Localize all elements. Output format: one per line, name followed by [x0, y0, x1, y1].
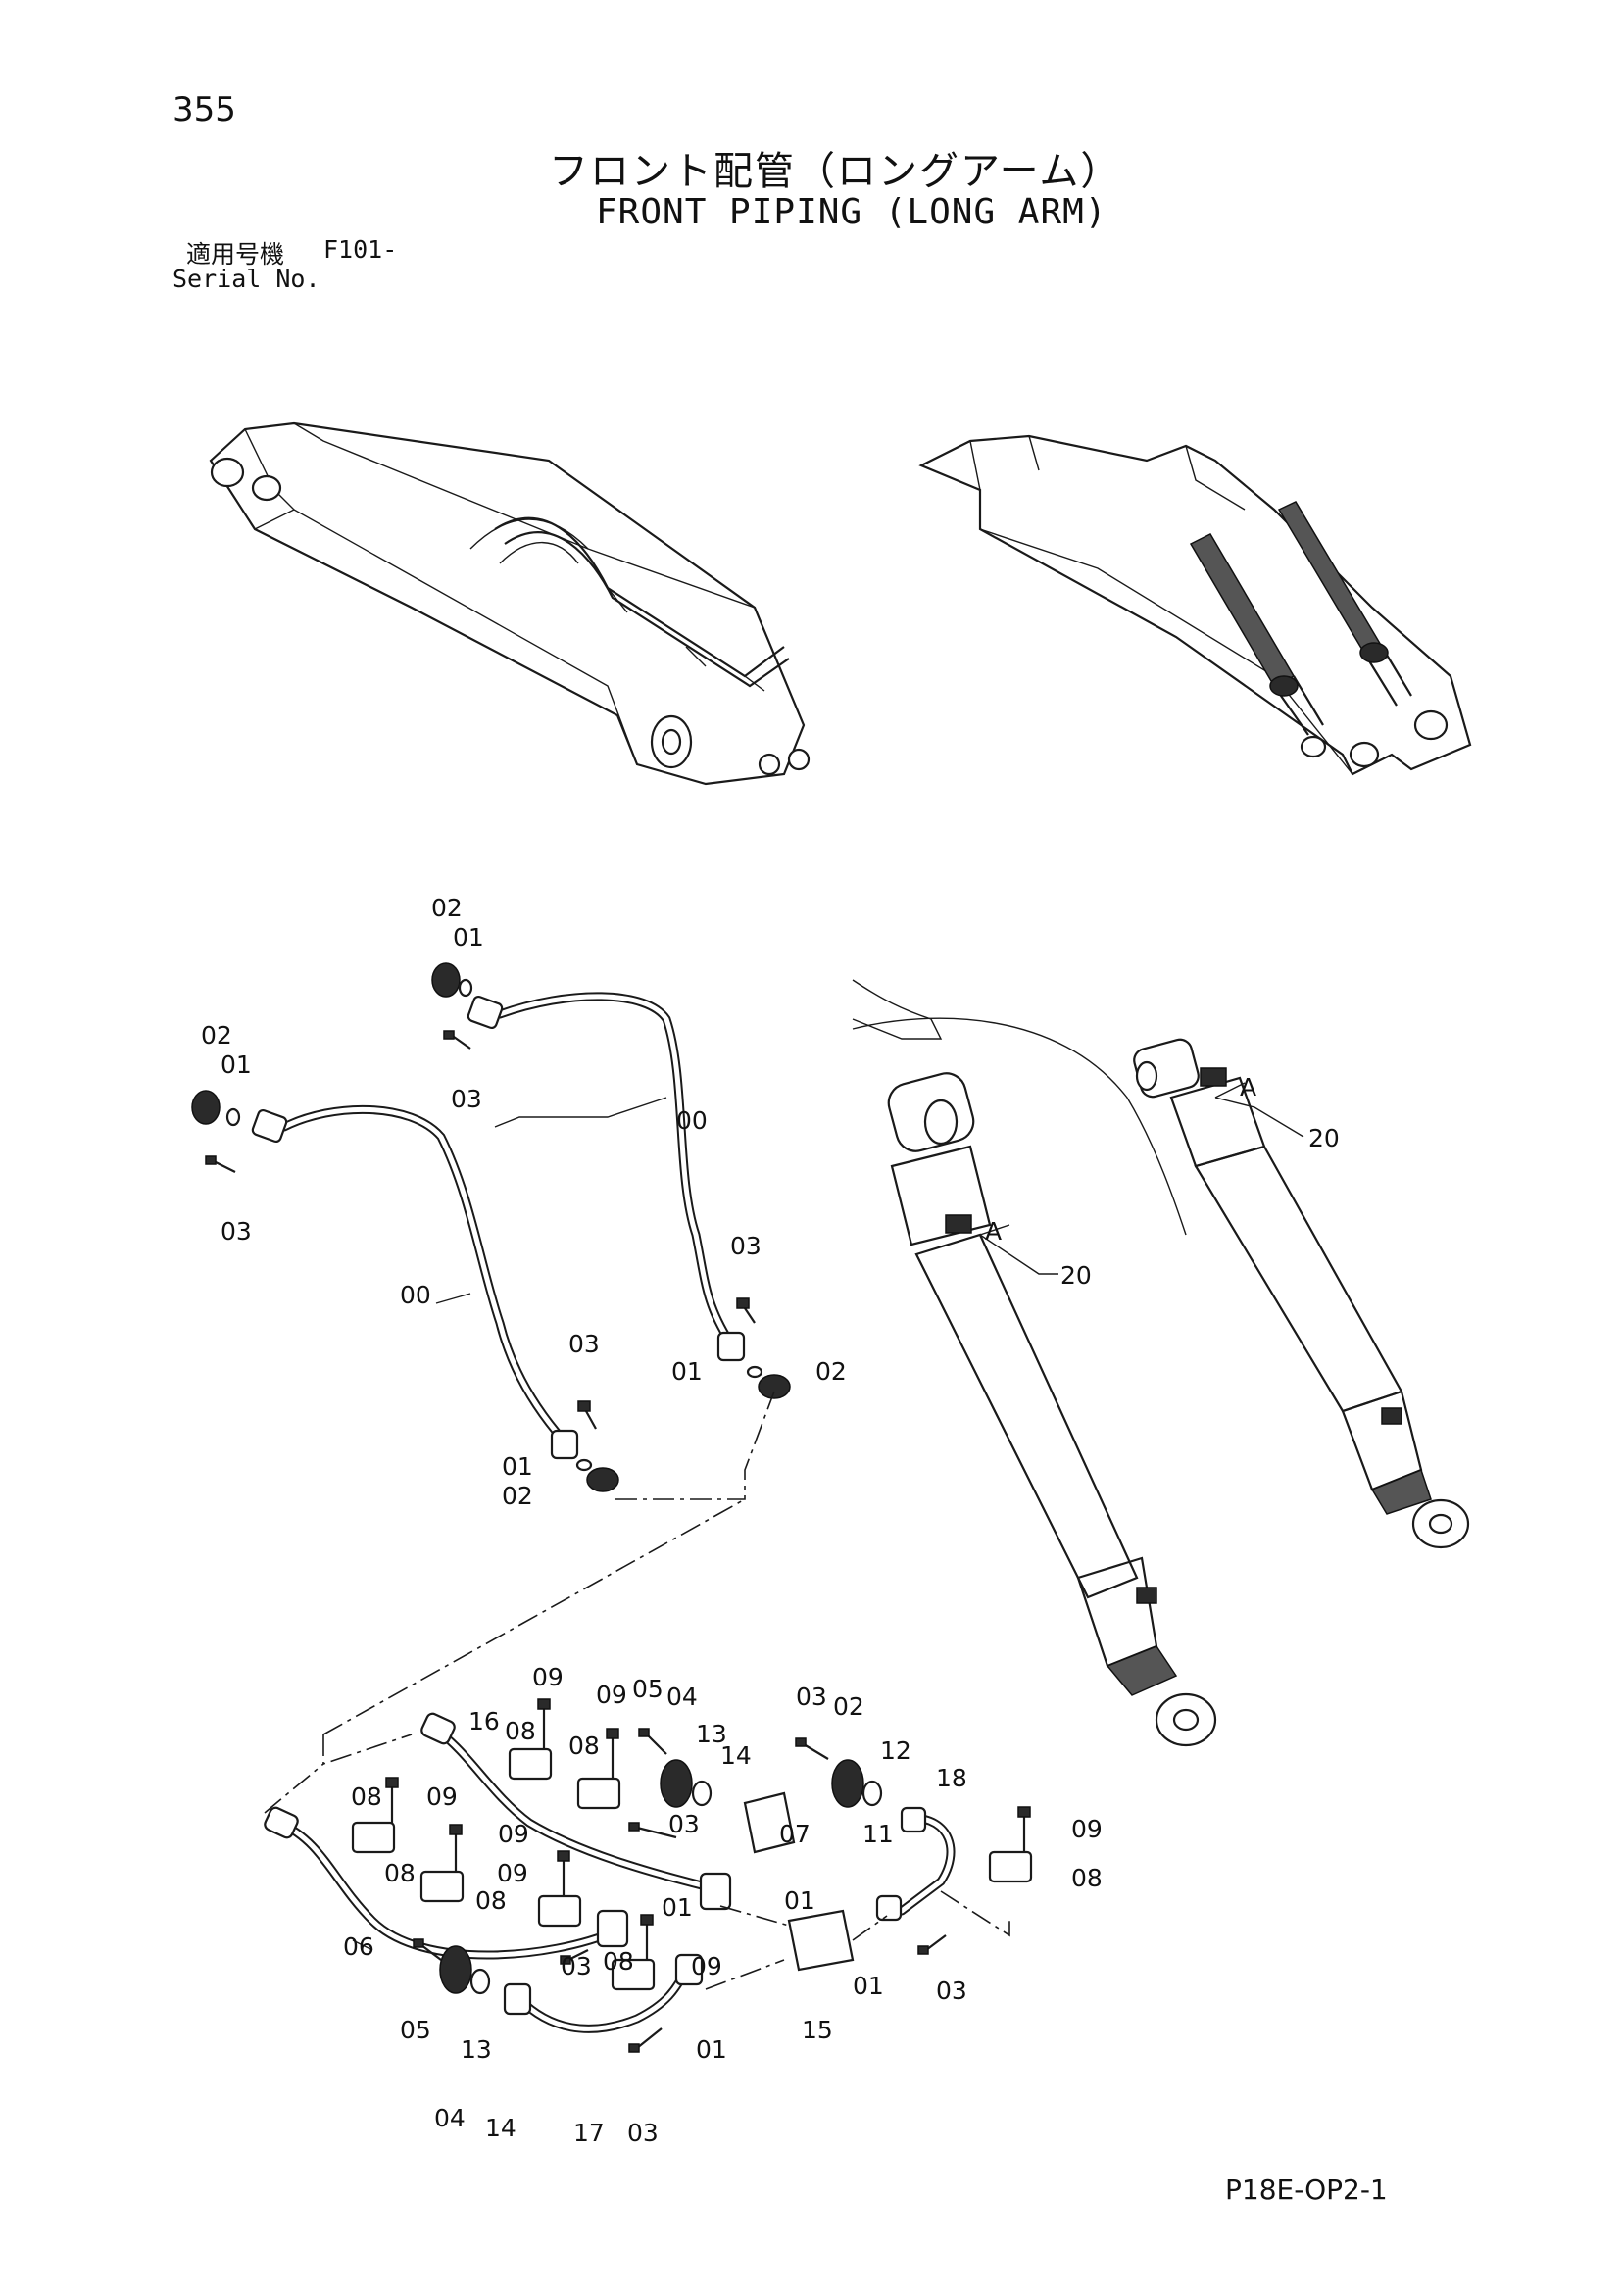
callout-08: 08	[603, 1947, 634, 1976]
detail-a-label: A	[985, 1217, 1002, 1246]
long-arm-illustration	[209, 421, 811, 786]
callout-01: 01	[696, 2035, 727, 2064]
hose-assembly	[191, 962, 791, 1735]
callout-03: 03	[730, 1232, 762, 1260]
callout-09: 09	[532, 1663, 564, 1691]
callout-01: 01	[453, 923, 484, 952]
page-number: 355	[172, 90, 236, 129]
callout-06: 06	[343, 1932, 374, 1961]
callout-20: 20	[1060, 1261, 1092, 1290]
callout-17: 17	[573, 2119, 605, 2147]
callout-08: 08	[475, 1886, 507, 1915]
callout-00: 00	[400, 1281, 431, 1309]
callout-20: 20	[1308, 1124, 1340, 1152]
callout-13: 13	[461, 2035, 492, 2064]
page-title-japanese: フロント配管（ロングアーム）	[549, 149, 1122, 194]
callout-02: 02	[815, 1357, 847, 1386]
callout-01: 01	[502, 1452, 533, 1481]
callout-03: 03	[627, 2119, 659, 2147]
callout-14: 14	[720, 1741, 752, 1770]
callout-03: 03	[668, 1810, 700, 1838]
detail-a-label: A	[1240, 1073, 1256, 1101]
callout-02: 02	[431, 894, 463, 922]
callout-08: 08	[351, 1783, 382, 1811]
callout-14: 14	[485, 2114, 516, 2142]
callout-05: 05	[632, 1675, 664, 1703]
callout-09: 09	[426, 1783, 458, 1811]
callout-leaders	[352, 1082, 1304, 1951]
serial-model: F101-	[323, 235, 398, 264]
callout-01: 01	[784, 1886, 815, 1915]
callout-08: 08	[505, 1717, 536, 1745]
callout-18: 18	[936, 1764, 967, 1792]
callout-04: 04	[434, 2104, 466, 2132]
callout-01: 01	[671, 1357, 703, 1386]
page-title-english: FRONT PIPING (LONG ARM)	[596, 192, 1107, 232]
callout-03: 03	[451, 1085, 482, 1113]
callout-11: 11	[862, 1820, 894, 1848]
callout-08: 08	[1071, 1864, 1103, 1892]
callout-03: 03	[936, 1977, 967, 2005]
callout-08: 08	[568, 1732, 600, 1760]
callout-03: 03	[221, 1217, 252, 1246]
callout-01: 01	[662, 1893, 693, 1922]
callout-01: 01	[853, 1972, 884, 2000]
callout-02: 02	[201, 1021, 232, 1050]
serial-label-japanese: 適用号機	[186, 240, 285, 269]
callout-01: 01	[221, 1050, 252, 1079]
callout-09: 09	[1071, 1815, 1103, 1843]
callout-00: 00	[676, 1106, 708, 1135]
serial-label-english: Serial No.	[172, 265, 320, 293]
callout-05: 05	[400, 2016, 431, 2044]
drawing-code: P18E-OP2-1	[1225, 2174, 1388, 2206]
callout-03: 03	[561, 1952, 592, 1980]
callout-09: 09	[596, 1681, 627, 1709]
callout-03: 03	[796, 1683, 827, 1711]
callout-03: 03	[568, 1330, 600, 1358]
callout-15: 15	[802, 2016, 833, 2044]
cylinder-assembly	[852, 979, 1470, 1747]
callout-09: 09	[497, 1859, 528, 1887]
callout-04: 04	[666, 1683, 698, 1711]
callout-09: 09	[691, 1952, 722, 1980]
piping-parts-assembly	[264, 1698, 1033, 2053]
callout-12: 12	[880, 1736, 911, 1765]
callout-07: 07	[779, 1820, 811, 1848]
callout-13: 13	[696, 1720, 727, 1748]
callout-08: 08	[384, 1859, 416, 1887]
boom-illustration	[918, 434, 1472, 776]
callout-02: 02	[502, 1482, 533, 1510]
callout-labels: 02 01 03 02 01 03 00 00 03 03 01 02 01 0…	[201, 894, 1340, 2147]
callout-02: 02	[833, 1692, 864, 1721]
callout-16: 16	[468, 1707, 500, 1735]
callout-09: 09	[498, 1820, 529, 1848]
